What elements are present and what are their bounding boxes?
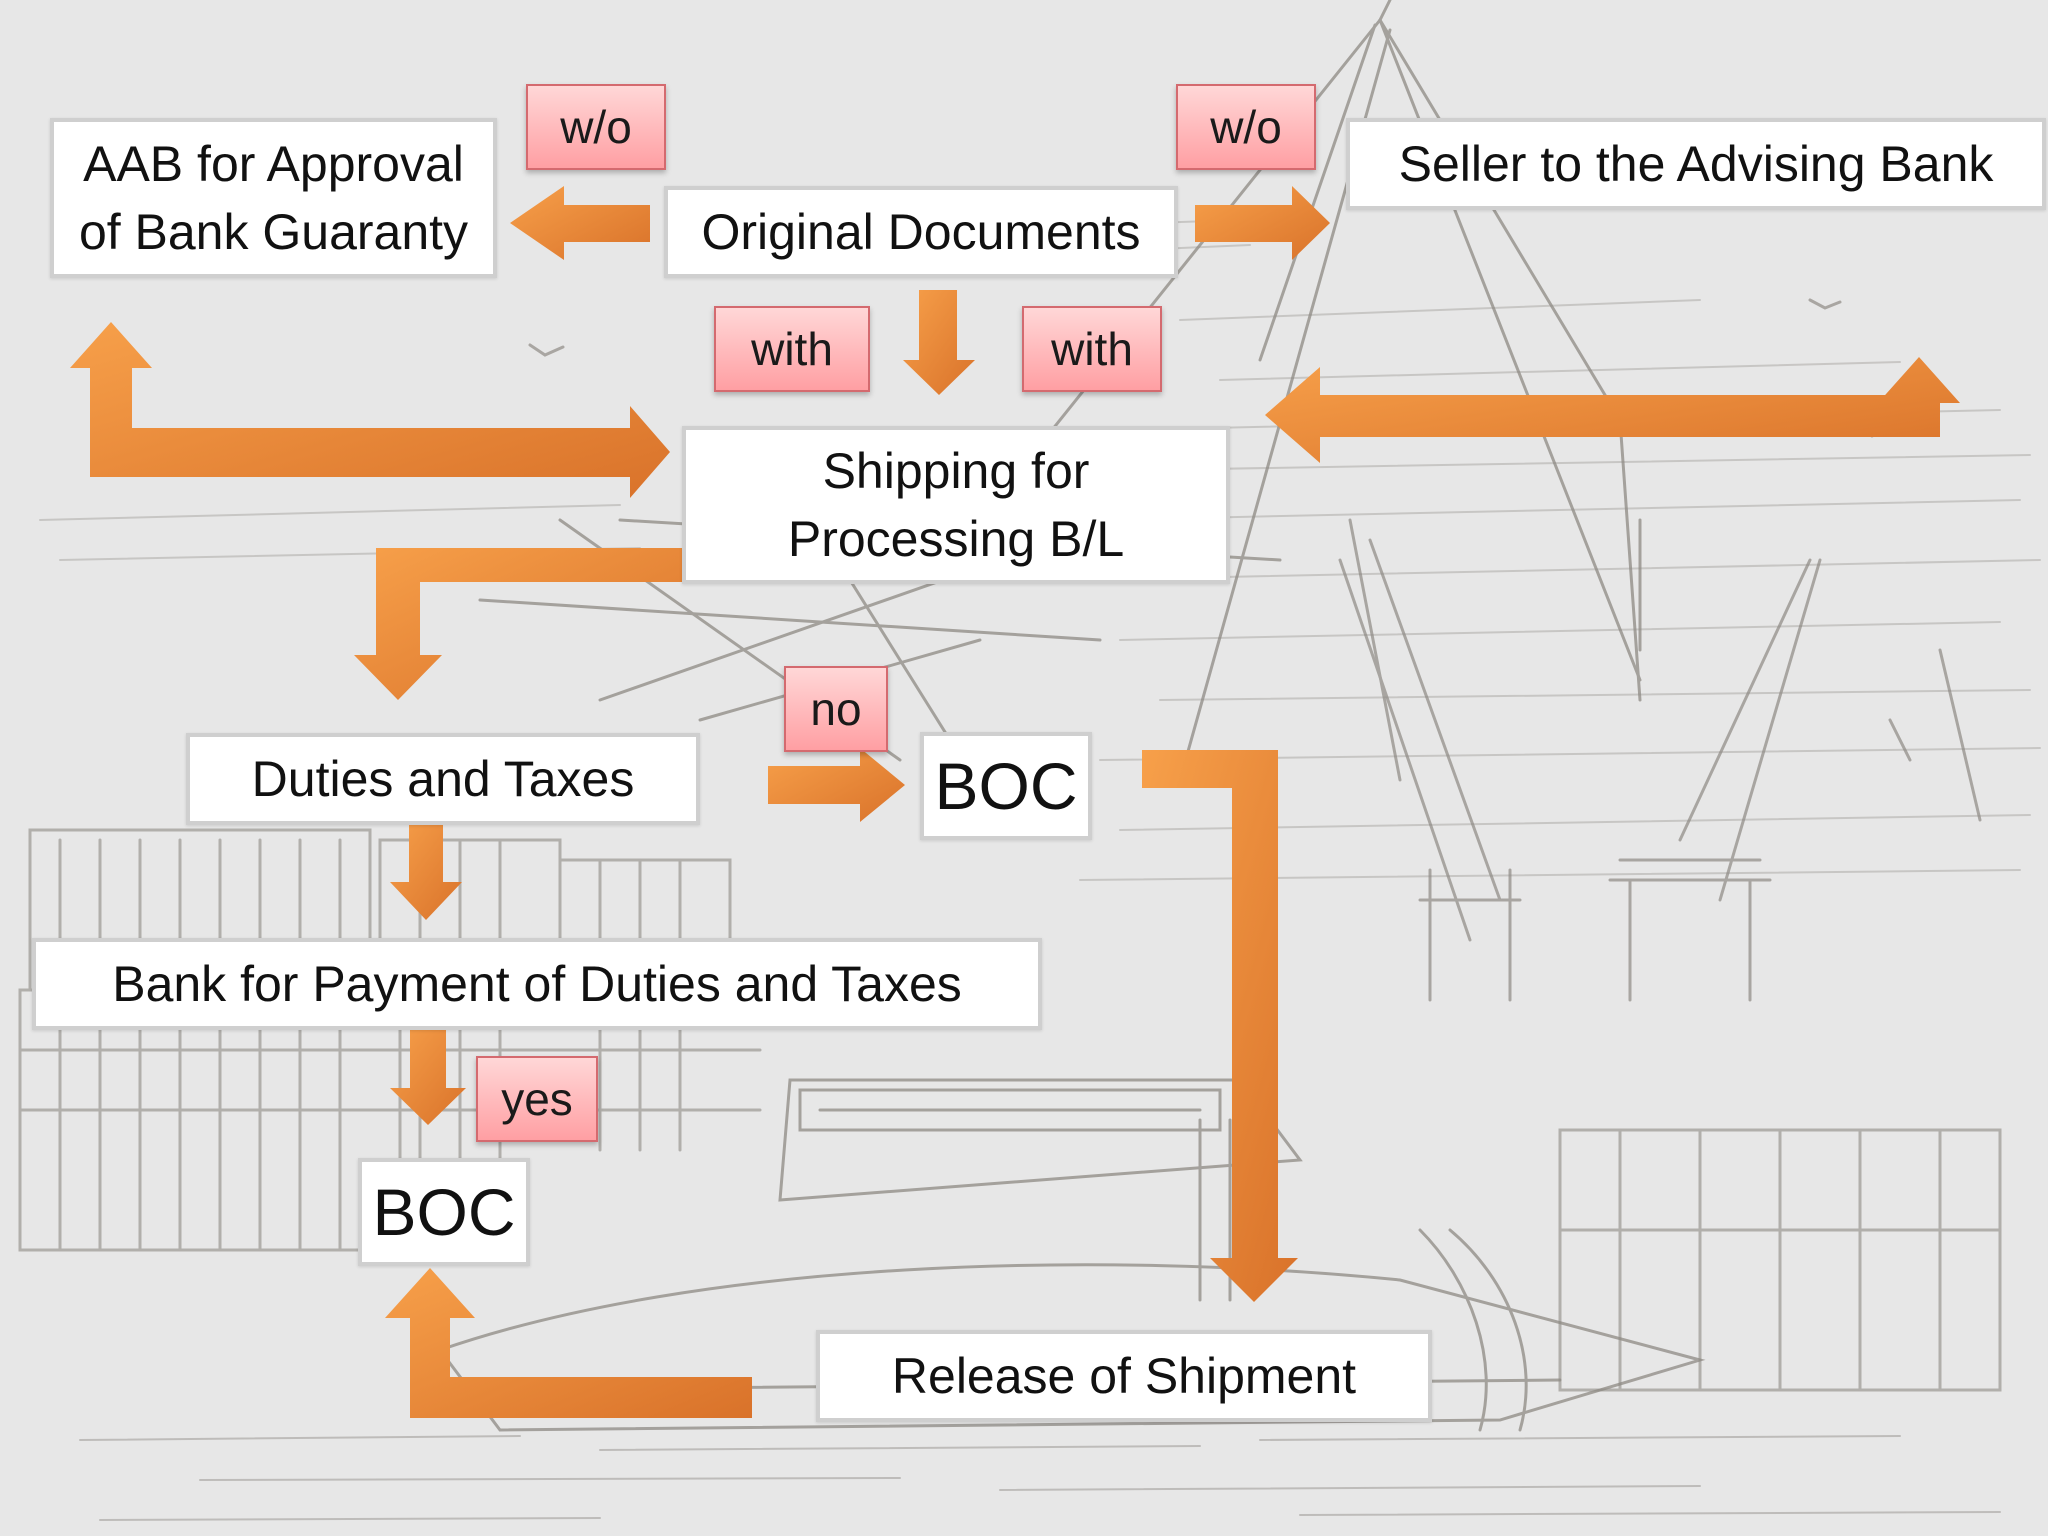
node-boc-lower-label: BOC — [372, 1175, 516, 1249]
node-boc-lower: BOC — [358, 1158, 530, 1266]
arrow-to-shipping — [903, 290, 975, 395]
node-shipping-line2: Processing B/L — [787, 511, 1125, 567]
tag-yes: yes — [476, 1056, 598, 1142]
arrow-to-aab — [510, 186, 650, 260]
node-bank-payment-duties-taxes: Bank for Payment of Duties and Taxes — [32, 938, 1042, 1030]
node-boc-upper-label: BOC — [934, 749, 1078, 823]
arrow-shipping-duties — [354, 548, 683, 700]
arrow-bank-boc-yes — [390, 1028, 466, 1125]
node-aab-approval-bank-guaranty: AAB for Approval of Bank Guaranty — [50, 118, 497, 278]
node-duties-and-taxes: Duties and Taxes — [186, 733, 700, 825]
node-release-of-shipment: Release of Shipment — [816, 1330, 1432, 1422]
node-shipping-line1: Shipping for — [822, 443, 1090, 499]
node-original-documents: Original Documents — [664, 186, 1178, 278]
arrow-boc-release — [1142, 750, 1298, 1302]
node-boc-upper: BOC — [920, 732, 1092, 840]
node-duties-label: Duties and Taxes — [251, 751, 635, 807]
node-shipping-processing-bl: Shipping for Processing B/L — [682, 426, 1230, 584]
node-seller-advising-bank: Seller to the Advising Bank — [1346, 118, 2046, 210]
tag-wo-right: w/o — [1176, 84, 1316, 170]
node-release-label: Release of Shipment — [891, 1348, 1357, 1404]
tag-with-left: with — [714, 306, 870, 392]
tag-with-right: with — [1022, 306, 1162, 392]
arrow-duties-bank — [390, 822, 462, 920]
arrow-seller-shipping-elbow — [1265, 357, 1960, 463]
node-bank-payment-label: Bank for Payment of Duties and Taxes — [112, 956, 962, 1012]
node-original-documents-label: Original Documents — [701, 204, 1141, 260]
arrow-aab-shipping-elbow — [70, 322, 670, 498]
arrow-release-boc — [385, 1268, 752, 1418]
arrow-duties-boc-no — [768, 748, 905, 822]
node-aab-line2: of Bank Guaranty — [78, 204, 469, 260]
arrow-to-seller — [1195, 186, 1330, 260]
node-aab-line1: AAB for Approval — [83, 136, 464, 192]
node-seller-label: Seller to the Advising Bank — [1398, 136, 1994, 192]
tag-no: no — [784, 666, 888, 752]
tag-wo-left: w/o — [526, 84, 666, 170]
